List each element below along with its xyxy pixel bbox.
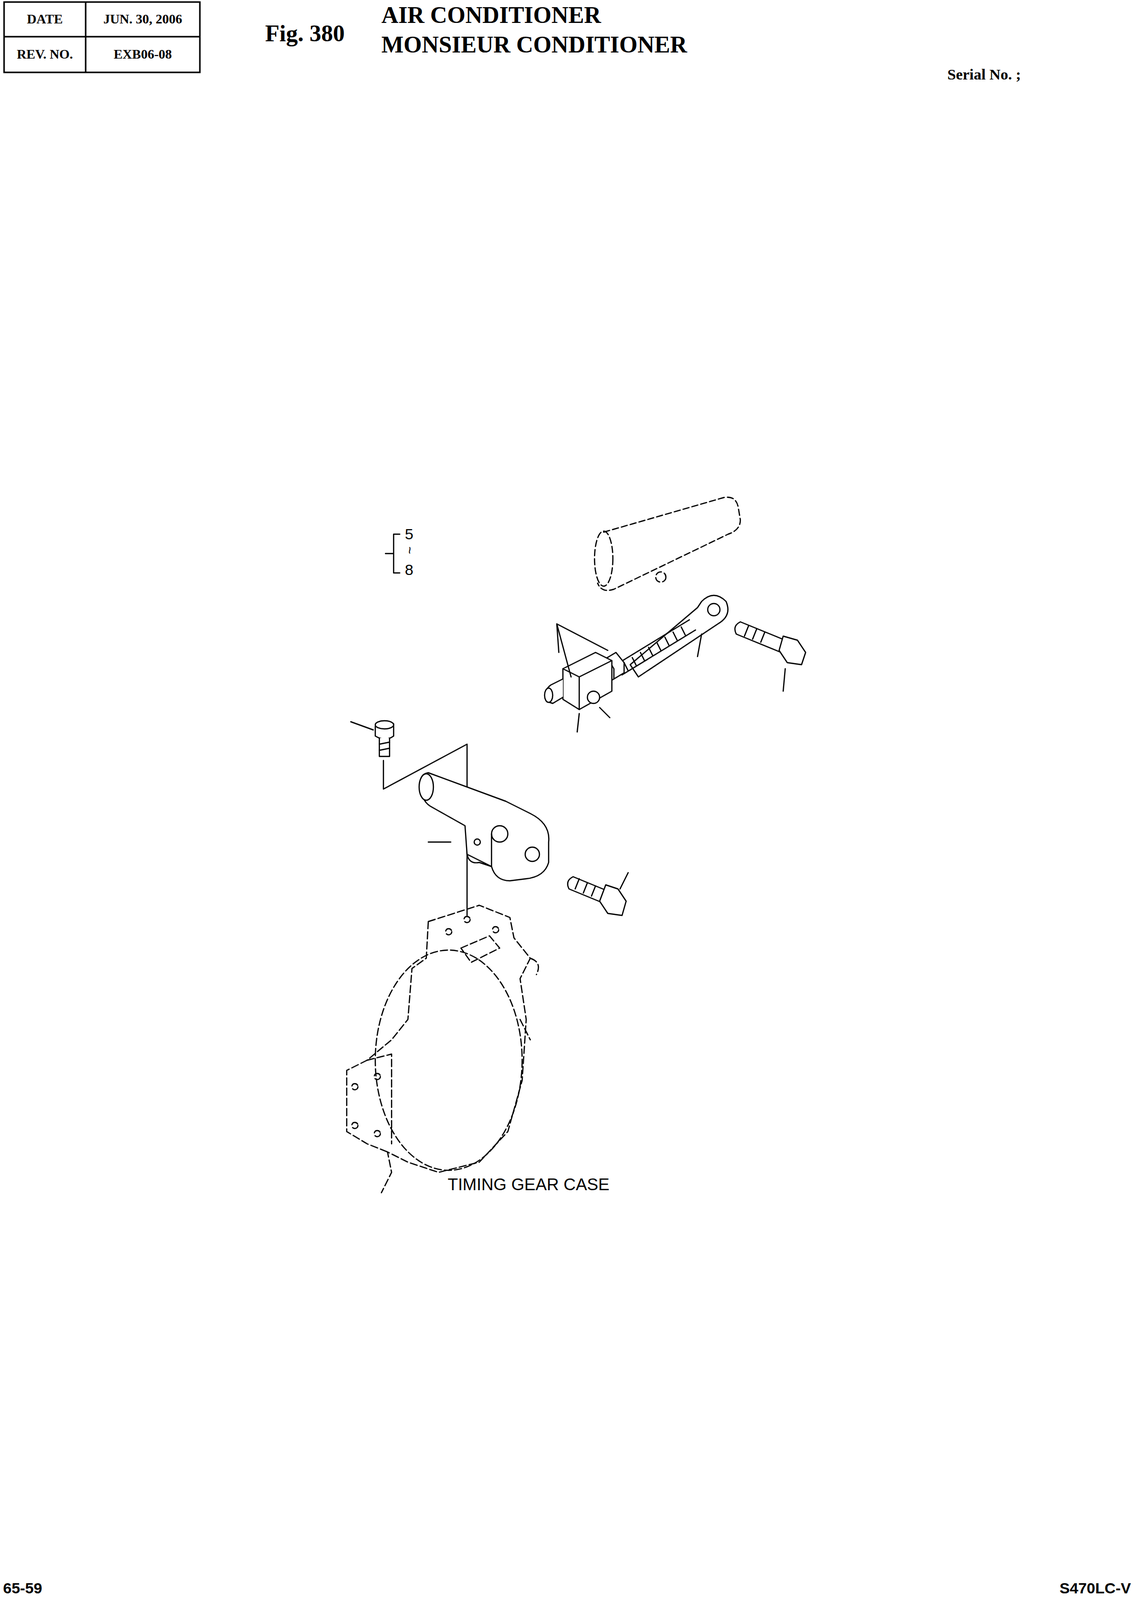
- figure-title: AIR CONDITIONER: [381, 2, 602, 29]
- table-cell: DATE: [4, 2, 86, 37]
- range-mark: ~: [401, 546, 418, 555]
- mount-bracket: [419, 772, 549, 882]
- table-cell: EXB06-08: [85, 36, 200, 73]
- table-cell: REV. NO.: [4, 36, 86, 73]
- leader-line: [620, 872, 629, 890]
- leader-line: [350, 721, 374, 731]
- model-number: S470LC-V: [1059, 1579, 1131, 1598]
- rod-end: [630, 595, 729, 678]
- assembly-line: [383, 744, 468, 916]
- figure-number: Fig. 380: [265, 19, 345, 48]
- bolt: [375, 720, 394, 757]
- leader-line: [428, 841, 451, 843]
- callout-number: 5: [404, 525, 414, 544]
- bolt: [567, 876, 627, 916]
- header-table: [4, 2, 200, 73]
- leader-line: [556, 624, 786, 733]
- timing-gear-case: [346, 905, 539, 1194]
- phantom-arm: [594, 497, 741, 591]
- part-label: TIMING GEAR CASE: [447, 1174, 610, 1196]
- callout-number: 8: [404, 560, 414, 580]
- callout-bracket: [385, 534, 400, 574]
- bolt: [734, 622, 806, 665]
- adjust-block: [544, 652, 612, 710]
- page-number: 65-59: [3, 1579, 43, 1598]
- threaded-rod: [615, 620, 696, 676]
- table-cell: JUN. 30, 2006: [85, 2, 200, 37]
- serial-number: Serial No. ;: [947, 65, 1021, 84]
- figure-subtitle: MONSIEUR CONDITIONER: [381, 30, 687, 59]
